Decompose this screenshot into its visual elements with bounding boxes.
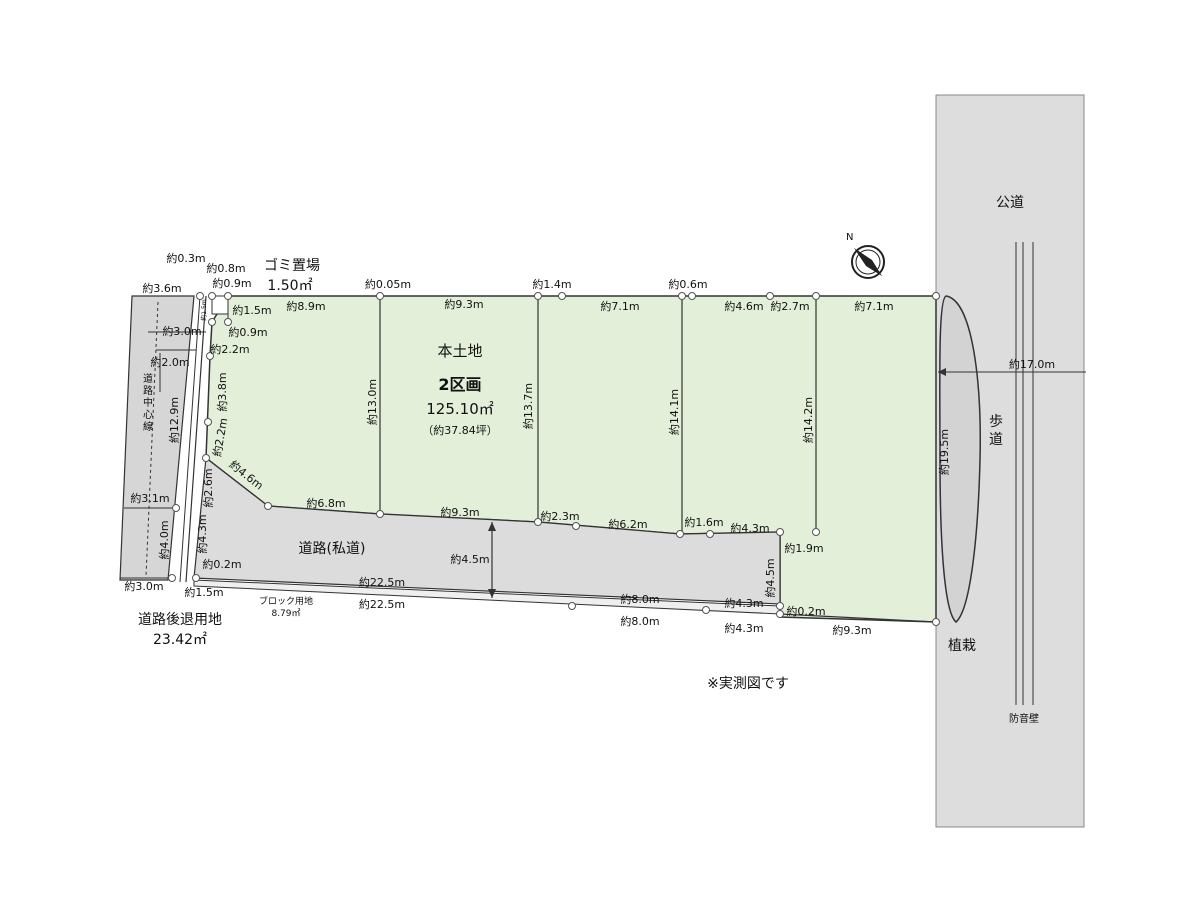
label-note: ※実測図です: [707, 676, 789, 692]
dim-l-40: 約4.0m: [157, 520, 171, 559]
label-setback-title: 道路後退用地: [138, 612, 222, 628]
dim-v-141: 約14.1m: [667, 389, 681, 435]
dim-t-71a: 約7.1m: [600, 299, 639, 313]
svg-text:心: 心: [143, 409, 153, 421]
label-sound-wall: 防音壁: [1009, 712, 1039, 725]
dim-h-170: 約17.0m: [1009, 357, 1055, 371]
label-area: 125.10㎡: [426, 400, 494, 418]
dim-top-08: 約0.8m: [206, 261, 245, 275]
dim-l-43: 約4.3m: [195, 514, 209, 553]
dim-l-129: 約12.9m: [167, 397, 181, 443]
survey-points: [168, 292, 940, 626]
label-block-area: 8.79㎡: [271, 608, 300, 619]
label-main-land: 本土地: [437, 342, 482, 360]
dim-r-93: 約9.3m: [440, 505, 479, 519]
label-private-road: 道路(私道): [299, 541, 366, 557]
label-garbage-area: 1.50㎡: [267, 278, 312, 294]
svg-text:中: 中: [143, 396, 153, 409]
label-setback-area: 23.42㎡: [153, 632, 207, 648]
dim-v-142: 約14.2m: [801, 397, 815, 443]
compass-north-icon: N: [846, 232, 885, 279]
dim-v-137: 約13.7m: [521, 383, 535, 429]
dim-b-225a: 約22.5m: [359, 575, 405, 589]
label-planting: 植栽: [948, 638, 976, 654]
dim-b-80a: 約8.0m: [620, 592, 659, 606]
dim-top-09: 約0.9m: [212, 276, 251, 290]
planting-strip: [939, 295, 981, 623]
dim-l-09: 約0.9m: [228, 325, 267, 339]
dim-r-23: 約2.3m: [540, 509, 579, 523]
label-public-road: 公道: [996, 195, 1024, 211]
dim-l-31: 約3.1m: [130, 491, 169, 505]
dim-b-93: 約9.3m: [832, 623, 871, 637]
dim-l-26: 約2.6m: [201, 468, 215, 507]
dim-v-130: 約13.0m: [365, 379, 379, 425]
dim-t-005: 約0.05m: [365, 277, 411, 291]
dim-l-02: 約0.2m: [202, 557, 241, 571]
dim-l-22a: 約2.2m: [210, 342, 249, 356]
dim-l-38: 約3.8m: [215, 372, 229, 411]
dim-r-62: 約6.2m: [608, 517, 647, 531]
dim-g-15: 約1.5m: [232, 303, 271, 317]
label-tsubo: （約37.84坪）: [422, 423, 498, 437]
dim-b-02: 約0.2m: [786, 604, 825, 618]
dim-t-14: 約1.4m: [532, 277, 571, 291]
dim-l-30: 約3.0m: [162, 324, 201, 338]
dim-b-43b: 約4.3m: [724, 621, 763, 635]
dim-t-06: 約0.6m: [668, 277, 707, 291]
label-block-title: ブロック用地: [259, 595, 313, 607]
dim-road-45: 約4.5m: [450, 552, 489, 566]
center-line: [145, 301, 159, 577]
dim-r-16: 約1.6m: [684, 515, 723, 529]
dim-left-36: 約3.6m: [142, 281, 181, 295]
dim-top-03: 約0.3m: [166, 251, 205, 265]
dim-l-15b: 約1.5m: [184, 585, 223, 599]
dim-t-93: 約9.3m: [444, 297, 483, 311]
svg-text:線: 線: [143, 420, 153, 433]
dim-t-71b: 約7.1m: [854, 299, 893, 313]
label-sidewalk-1: 歩: [989, 414, 1003, 430]
dim-b-225b: 約22.5m: [359, 597, 405, 611]
label-sidewalk-2: 道: [989, 432, 1003, 448]
dim-r-43: 約4.3m: [730, 521, 769, 535]
svg-text:道: 道: [143, 372, 153, 385]
dim-l-22b: 約2.2m: [210, 417, 231, 458]
dim-v-195: 約19.5m: [937, 429, 951, 475]
dim-l-20: 約2.0m: [150, 355, 189, 369]
dim-t-27: 約2.7m: [770, 299, 809, 313]
dim-small-15: 約1.5m: [200, 299, 208, 321]
dim-t-46: 約4.6m: [724, 299, 763, 313]
dim-r-68: 約6.8m: [306, 496, 345, 510]
svg-text:路: 路: [143, 384, 153, 397]
dim-r-19: 約1.9m: [784, 541, 823, 555]
dim-t-89: 約8.9m: [286, 299, 325, 313]
label-garbage-title: ゴミ置場: [264, 257, 320, 274]
dim-b-43a: 約4.3m: [724, 596, 763, 610]
svg-text:N: N: [846, 232, 853, 243]
dim-l-30b: 約3.0m: [124, 579, 163, 593]
label-lots: 2区画: [438, 375, 481, 394]
dim-b-80b: 約8.0m: [620, 614, 659, 628]
dim-r-45: 約4.5m: [763, 558, 777, 597]
